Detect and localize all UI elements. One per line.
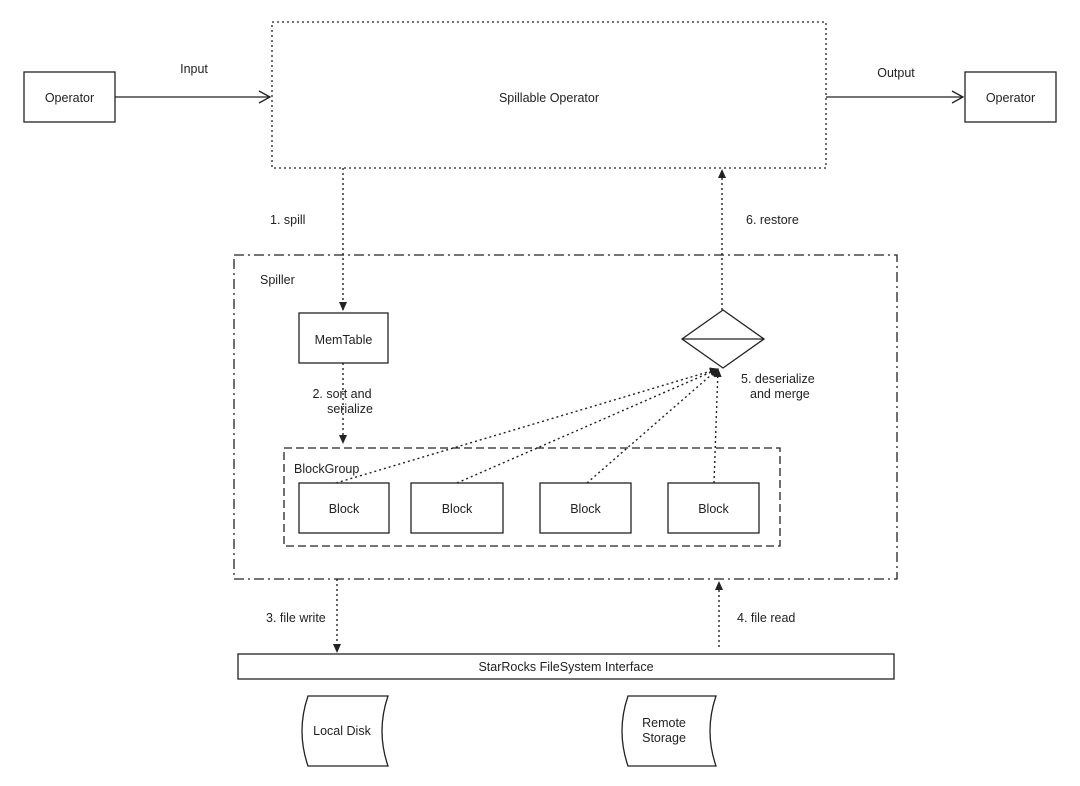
blockgroup-container: BlockGroup bbox=[283, 447, 781, 547]
spillable-operator-label: Spillable Operator bbox=[499, 91, 599, 105]
output-edge-label: Output bbox=[877, 66, 915, 80]
spill-edge-label: 1. spill bbox=[270, 213, 305, 227]
memtable-node: MemTable bbox=[298, 312, 389, 364]
block-node: Block bbox=[410, 482, 504, 534]
spiller-label: Spiller bbox=[260, 273, 295, 287]
remote-storage-label-line1: Remote bbox=[642, 716, 686, 730]
filesystem-interface-label: StarRocks FileSystem Interface bbox=[478, 660, 653, 674]
local-disk-label: Local Disk bbox=[313, 724, 371, 738]
blockgroup-label: BlockGroup bbox=[294, 462, 359, 476]
file-read-edge-label: 4. file read bbox=[737, 611, 795, 625]
output-operator-node: Operator bbox=[964, 71, 1057, 123]
deserialize-merge-label-line2: and merge bbox=[750, 387, 810, 401]
restore-edge: 6. restore bbox=[718, 169, 799, 310]
block-label: Block bbox=[570, 502, 601, 516]
block-label: Block bbox=[442, 502, 473, 516]
block-node: Block bbox=[539, 482, 632, 534]
memtable-label: MemTable bbox=[315, 333, 373, 347]
spillable-operator-node: Spillable Operator bbox=[271, 21, 827, 169]
filesystem-interface-node: StarRocks FileSystem Interface bbox=[237, 653, 895, 680]
output-operator-label: Operator bbox=[986, 91, 1035, 105]
spiller-container: Spiller bbox=[233, 254, 898, 580]
spill-edge: 1. spill bbox=[270, 168, 347, 311]
input-edge: Input bbox=[115, 62, 272, 104]
deserialize-merge-edges: 5. deserialize and merge bbox=[335, 367, 815, 484]
block-label: Block bbox=[698, 502, 729, 516]
sort-serialize-label-line1: 2. sort and bbox=[312, 387, 371, 401]
sort-serialize-label-line2: serialize bbox=[327, 402, 373, 416]
file-write-edge-label: 3. file write bbox=[266, 611, 326, 625]
input-operator-node: Operator bbox=[23, 71, 116, 123]
output-edge: Output bbox=[826, 66, 965, 104]
deserialize-merge-label-line1: 5. deserialize bbox=[741, 372, 815, 386]
block-node: Block bbox=[298, 482, 390, 534]
restore-edge-label: 6. restore bbox=[746, 213, 799, 227]
remote-storage-label-line2: Storage bbox=[642, 731, 686, 745]
input-operator-label: Operator bbox=[45, 91, 94, 105]
file-read-edge: 4. file read bbox=[715, 581, 795, 647]
local-disk-node: Local Disk bbox=[301, 695, 389, 767]
file-write-edge: 3. file write bbox=[266, 579, 341, 653]
remote-storage-node: Remote Storage bbox=[621, 695, 717, 767]
block-node: Block bbox=[667, 482, 760, 534]
block-label: Block bbox=[329, 502, 360, 516]
input-edge-label: Input bbox=[180, 62, 208, 76]
merge-diamond bbox=[680, 309, 766, 369]
sort-serialize-edge: 2. sort and serialize bbox=[312, 363, 373, 444]
